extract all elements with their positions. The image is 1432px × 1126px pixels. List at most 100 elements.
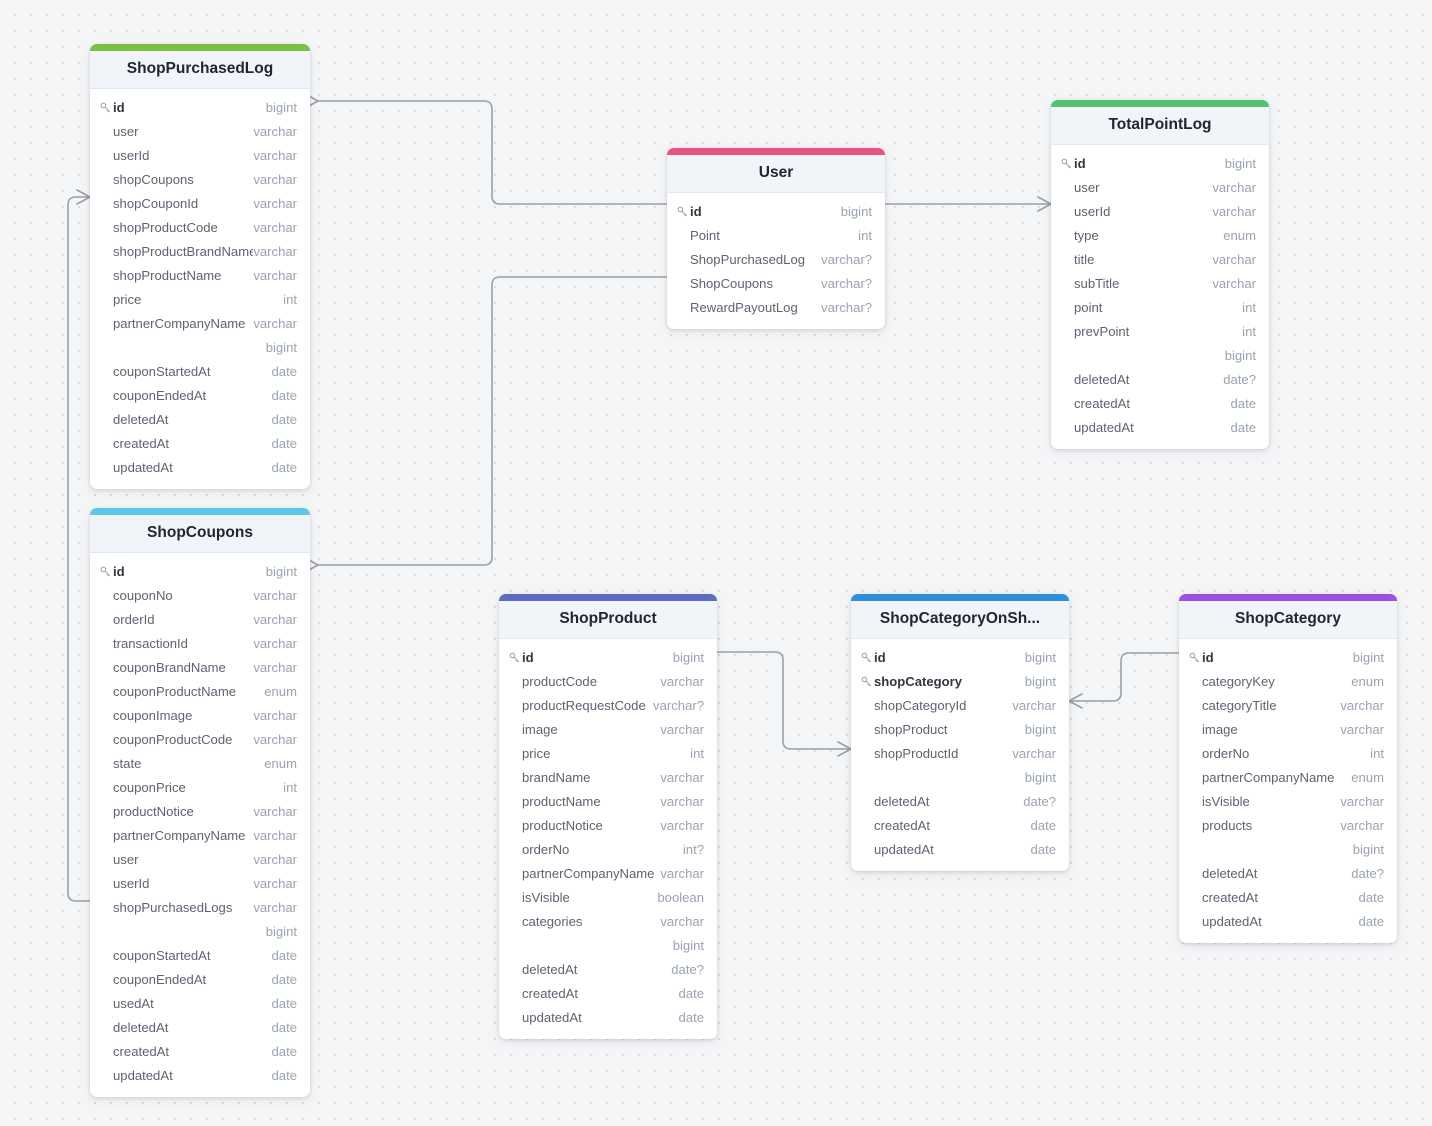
table-column-unnamed[interactable]: bigint [499, 933, 717, 957]
table-column-unnamed[interactable]: bigint [851, 765, 1069, 789]
table-column-unnamed[interactable]: bigint [1051, 343, 1269, 367]
table-column-unnamed[interactable]: bigint [1179, 837, 1397, 861]
table-column-unnamed[interactable]: bigint [90, 919, 310, 943]
table-column-unnamed[interactable]: bigint [90, 335, 310, 359]
